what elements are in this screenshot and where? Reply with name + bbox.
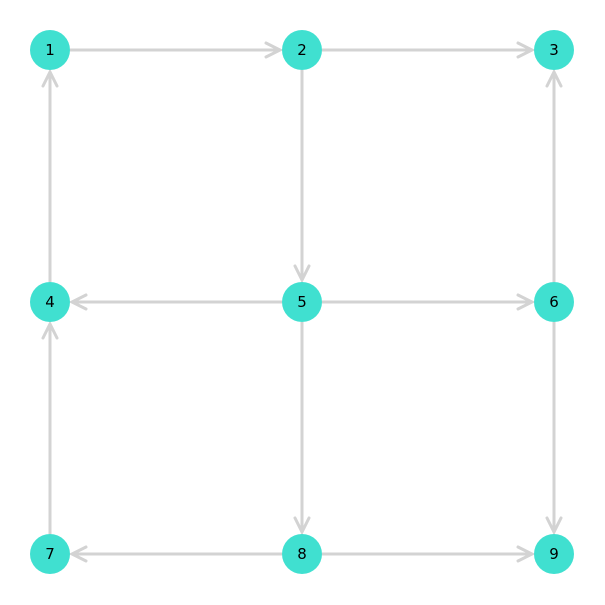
- nodes-layer: 1 2 3 4 5 6 7 8 9: [30, 30, 574, 574]
- arrowhead: [293, 264, 311, 284]
- node-circle: [282, 282, 322, 322]
- arrowhead: [293, 516, 311, 536]
- edges-layer: [41, 41, 563, 563]
- node-9: 9: [534, 534, 574, 574]
- node-circle: [534, 282, 574, 322]
- node-3: 3: [534, 30, 574, 70]
- node-4: 4: [30, 282, 70, 322]
- edge-8-to-9: [322, 545, 536, 563]
- node-label: 6: [549, 293, 559, 311]
- arrowhead: [516, 545, 536, 563]
- node-circle: [30, 534, 70, 574]
- edge-8-to-7: [68, 545, 282, 563]
- node-label: 1: [45, 41, 55, 59]
- node-8: 8: [282, 534, 322, 574]
- node-label: 8: [297, 545, 307, 563]
- node-label: 4: [45, 293, 55, 311]
- edge-5-to-8: [293, 322, 311, 536]
- node-7: 7: [30, 534, 70, 574]
- node-circle: [282, 534, 322, 574]
- node-circle: [30, 282, 70, 322]
- arrowhead: [545, 516, 563, 536]
- node-6: 6: [534, 282, 574, 322]
- node-label: 2: [297, 41, 307, 59]
- edge-7-to-4: [41, 320, 59, 534]
- node-label: 5: [297, 293, 307, 311]
- node-circle: [282, 30, 322, 70]
- arrowhead: [516, 293, 536, 311]
- node-circle: [534, 534, 574, 574]
- arrowhead: [68, 293, 88, 311]
- node-label: 7: [45, 545, 55, 563]
- edge-1-to-2: [70, 41, 284, 59]
- node-circle: [534, 30, 574, 70]
- arrowhead: [68, 545, 88, 563]
- edge-6-to-9: [545, 322, 563, 536]
- node-label: 3: [549, 41, 559, 59]
- arrowhead: [545, 68, 563, 88]
- node-2: 2: [282, 30, 322, 70]
- edge-2-to-5: [293, 70, 311, 284]
- node-5: 5: [282, 282, 322, 322]
- edge-4-to-1: [41, 68, 59, 282]
- edge-6-to-3: [545, 68, 563, 282]
- arrowhead: [264, 41, 284, 59]
- edge-5-to-4: [68, 293, 282, 311]
- edge-5-to-6: [322, 293, 536, 311]
- node-1: 1: [30, 30, 70, 70]
- node-label: 9: [549, 545, 559, 563]
- arrowhead: [41, 68, 59, 88]
- arrowhead: [41, 320, 59, 340]
- node-circle: [30, 30, 70, 70]
- arrowhead: [516, 41, 536, 59]
- edge-2-to-3: [322, 41, 536, 59]
